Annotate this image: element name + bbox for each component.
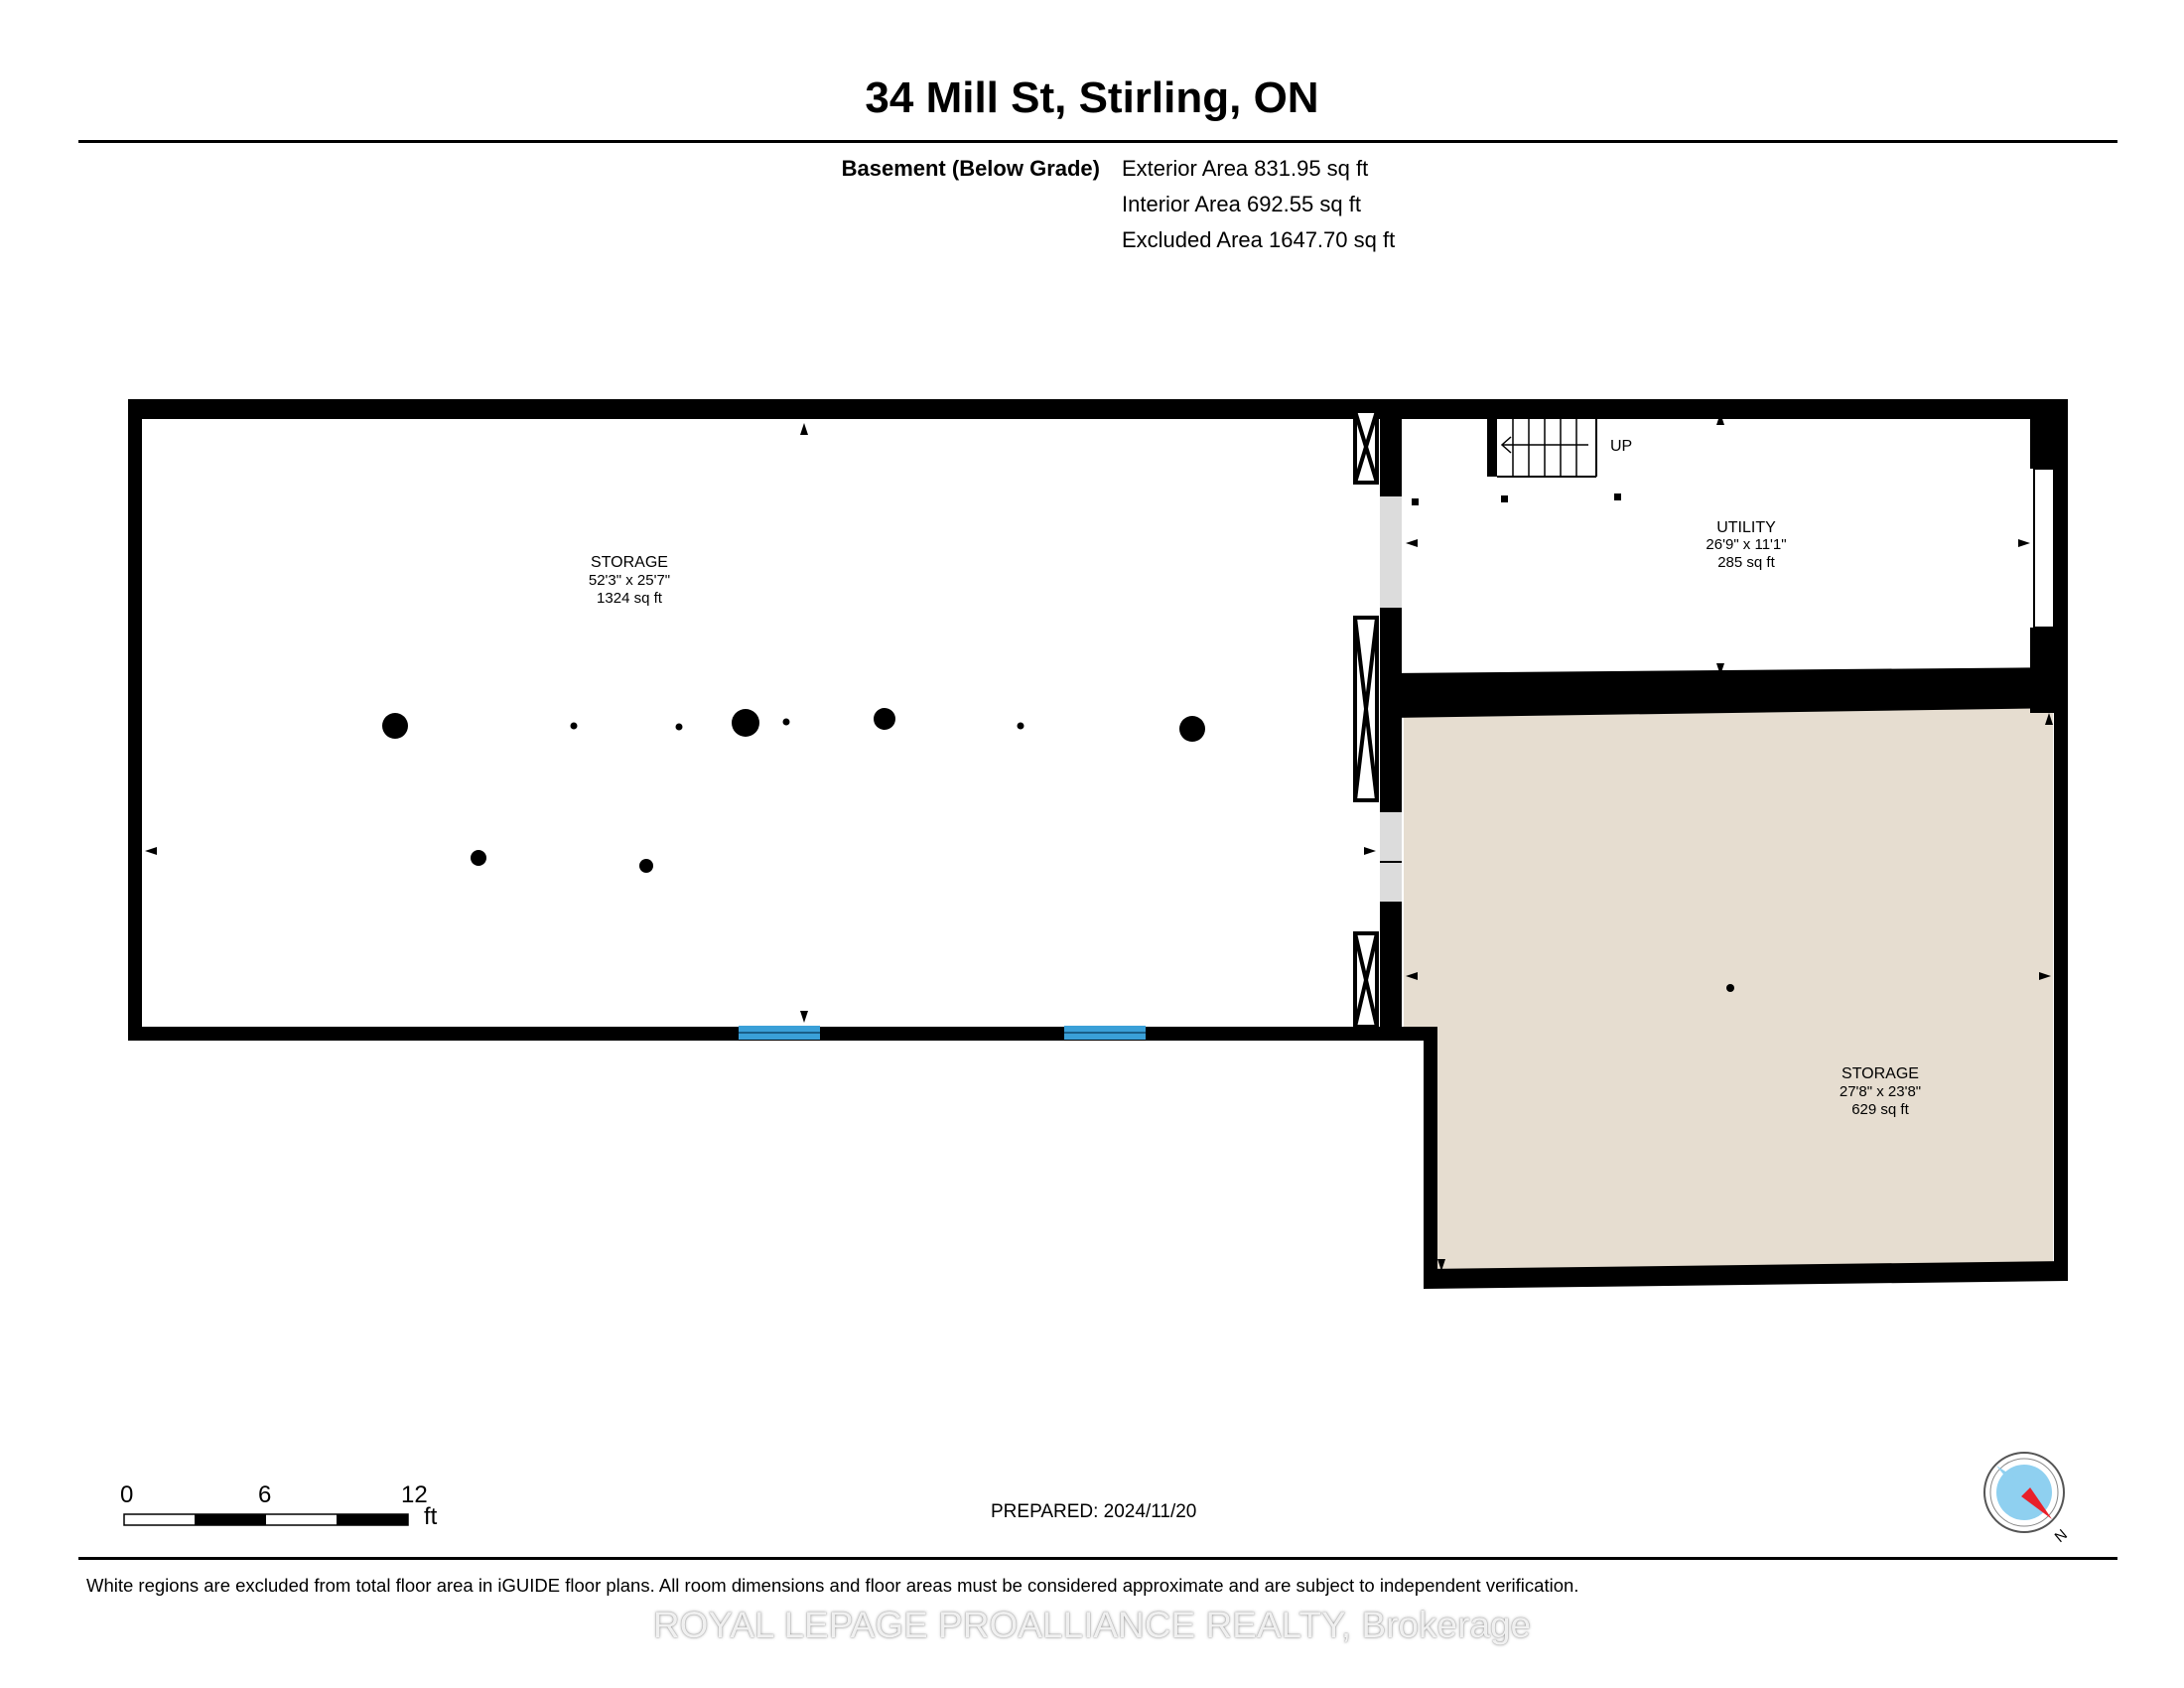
room-area: 285 sq ft [1717,554,1775,571]
room-area: 629 sq ft [1851,1101,1909,1118]
room-area: 1324 sq ft [597,590,663,607]
posts [382,493,1734,992]
page-title: 34 Mill St, Stirling, ON [865,73,1319,122]
room-label-storage-1: STORAGE 52'3" x 25'7" 1324 sq ft [589,554,670,607]
wall-openings [1380,468,2055,902]
area-summary: Exterior Area 831.95 sq ft Interior Area… [1122,156,1395,263]
scale-bar [123,1513,409,1526]
level-name: Basement (Below Grade) [841,156,1100,181]
stairs-up-label: UP [1610,438,1632,455]
brokerage-watermark: ROYAL LEPAGE PROALLIANCE REALTY, Brokera… [652,1605,1532,1645]
footer-divider [78,1557,2117,1560]
prepared-date: PREPARED: 2024/11/20 [991,1501,1197,1522]
room-name: STORAGE [1842,1065,1919,1082]
windows [739,1026,1146,1040]
excluded-area: Excluded Area 1647.70 sq ft [1122,227,1396,252]
scale-tick-12: 12 [401,1481,428,1508]
closets [1353,409,1379,1029]
north-label: N [2052,1526,2071,1546]
header-divider [78,140,2117,143]
scale-tick-0: 0 [120,1481,134,1508]
scale-unit: ft [424,1503,438,1530]
exterior-area: Exterior Area 831.95 sq ft [1122,156,1369,181]
room-label-utility: UTILITY 26'9" x 11'1" 285 sq ft [1706,519,1786,571]
interior-area: Interior Area 692.55 sq ft [1122,192,1361,216]
room-label-storage-2: STORAGE 27'8" x 23'8" 629 sq ft [1840,1065,1921,1118]
disclaimer: White regions are excluded from total fl… [86,1575,1579,1596]
room-name: STORAGE [591,554,668,571]
scale-tick-6: 6 [258,1481,272,1508]
dimension-arrows [145,413,2053,1271]
room-dimensions: 26'9" x 11'1" [1706,536,1786,553]
room-name: UTILITY [1716,519,1776,536]
stairs [1487,411,1597,478]
north-arrow-icon: N [1983,1452,2071,1546]
room-dimensions: 52'3" x 25'7" [589,572,670,589]
storage-room-2-fill [1404,708,2053,1279]
room-dimensions: 27'8" x 23'8" [1840,1083,1921,1100]
